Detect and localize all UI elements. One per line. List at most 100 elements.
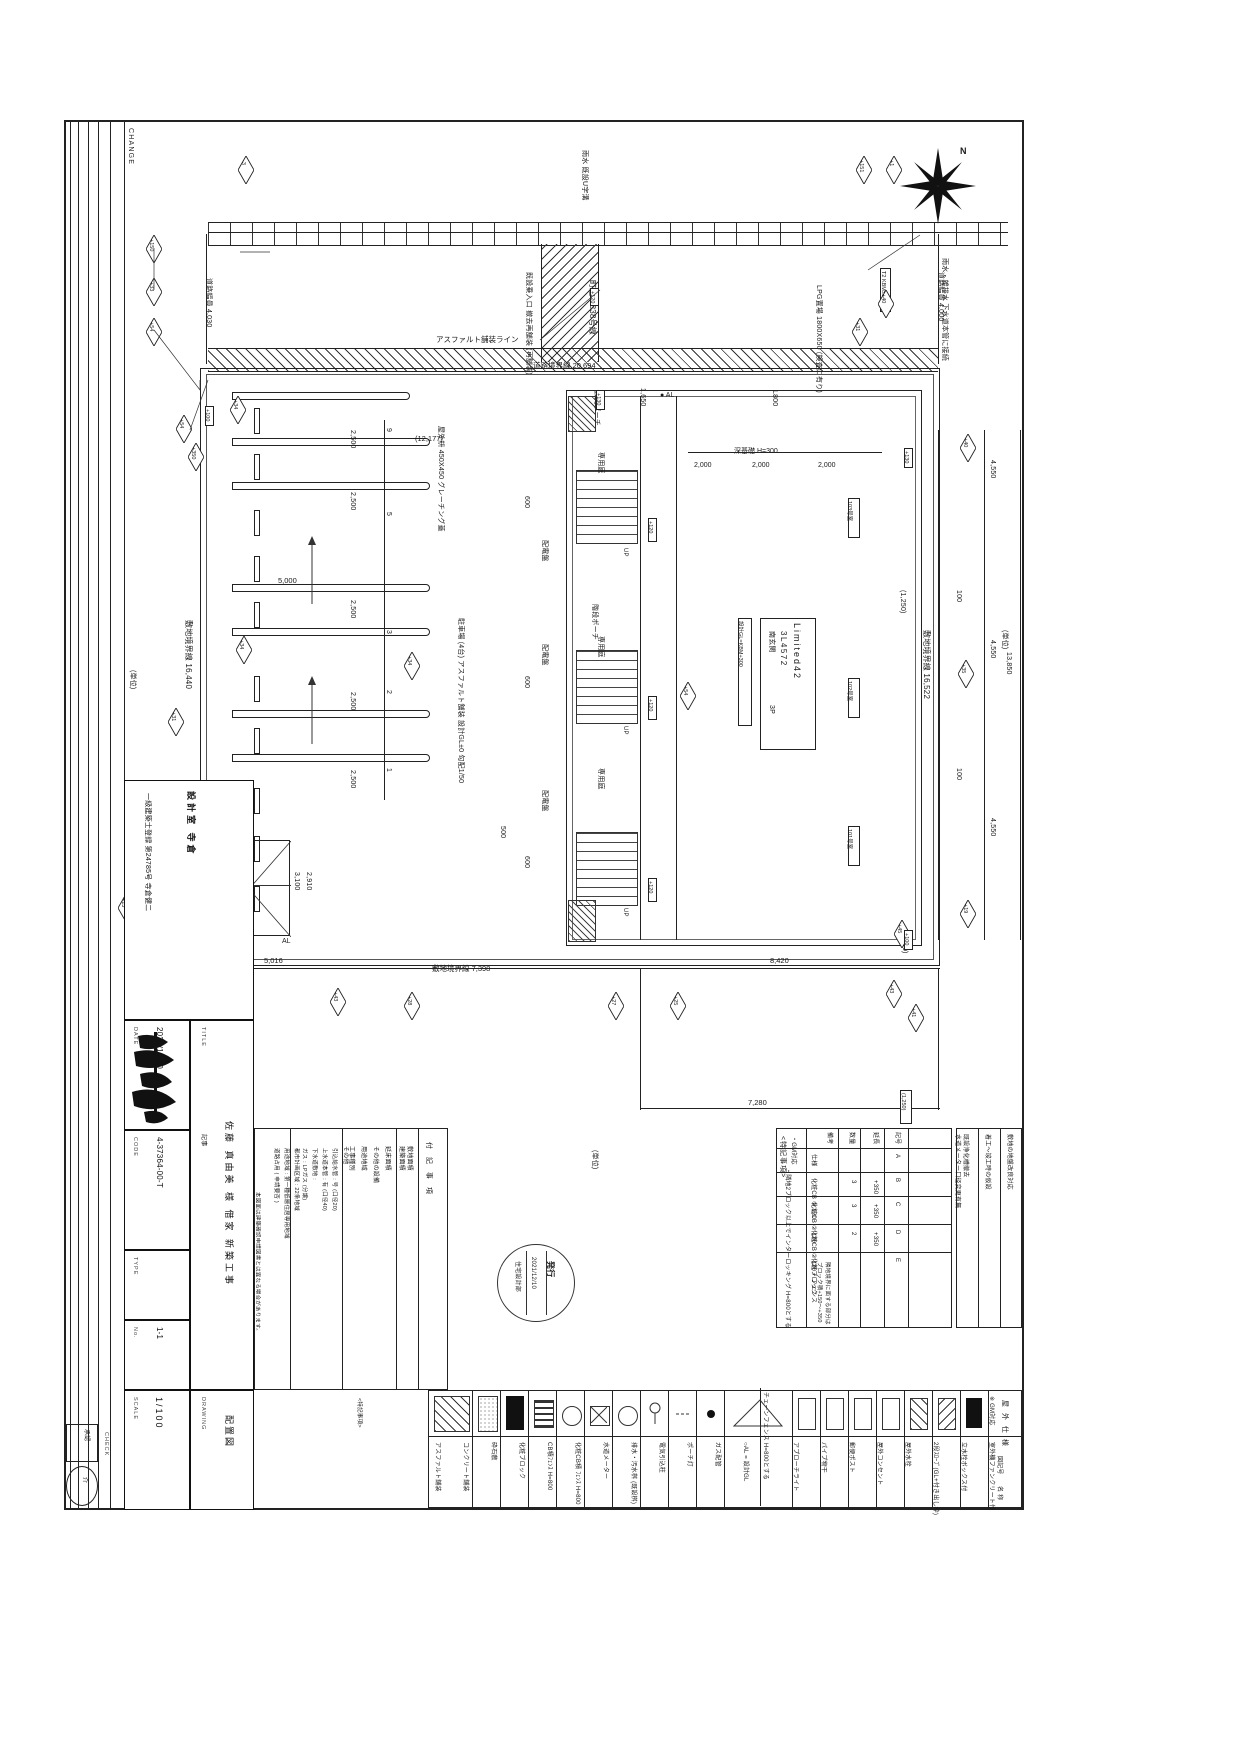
checklist-block [956,1128,1022,1328]
code-label: CODE [132,1137,138,1157]
traffic-arrow-icon [308,676,316,744]
elev-marker-label: +43 [888,984,894,994]
dim-100-a: 100 [955,590,962,603]
bottom-dim-line [200,968,940,969]
elev-marker-label: +54 [148,322,154,332]
notes-title: 付 記 事 項 [425,1142,432,1197]
spec-row-1 [776,1172,952,1173]
building-footprint-inner [572,396,916,940]
stall-no-5: 5 [385,512,392,517]
legend-swatch-post [826,1398,844,1430]
elev-marker: +34 [230,396,246,424]
right-dim-chain [1020,430,1021,940]
dim-1250-label: (1,250) [899,590,906,614]
notes-row-label-4: 用途地域 [360,1146,366,1171]
corridor-line-1 [640,396,641,940]
site-boundary-left-label: 敷地境界線 16,440 [184,620,193,690]
unit-tag-101-label: 101号室 [846,829,852,850]
title-cell: TITLE 佐藤 真由美 様 借家 新築工事 [190,1020,254,1390]
legend-swatch-al [707,1410,715,1418]
spec-col-5 [908,1128,909,1328]
no-label: No. [132,1327,138,1339]
spec-table [776,1128,952,1328]
notes-block [254,1128,448,1390]
legend-col [528,1390,529,1508]
notes-row-value-3: ガス : LPガス (分譲) [301,1148,307,1201]
check-stamp-circle: 介 [66,1466,98,1506]
legend-swatch-drain [590,1406,610,1426]
drawing-value: 配置図 [224,1415,234,1449]
legend-label-12: アプローチライト [792,1442,798,1492]
legend-swatch-gravel [478,1396,498,1432]
issue-stamp: 発行 2021/12/10 住宅設計部 [497,1244,575,1322]
parking-area [212,376,562,956]
dim-100-b: 100 [955,768,962,781]
legend-swatch-manhole [618,1406,638,1426]
meter-label-3: 配電盤 [541,790,548,812]
unit-tag-103: 103号室 [846,498,860,538]
elev-marker: -3 [238,156,254,184]
elev-marker-label: +31 [854,322,860,332]
site-boundary-right-label: 敷地境界線 16,522 [922,630,931,700]
elev-marker-label: +27 [610,996,616,1006]
parking-note-label: 駐車場 (4台) アスファルト舗装 設計GL±0 勾配1/50 [457,618,464,784]
stair-unit-102 [576,650,638,724]
wheel-stop [254,602,260,628]
code-cell: CODE 4-37364-00-T [124,1130,190,1250]
parking-stall [232,584,430,592]
legend-label-4: CB積ﾌｪﾝｽ H=800 [546,1442,552,1491]
model-name: Limited42 [792,623,802,681]
elev-marker: +1 [886,156,902,184]
unit-divider-2 [572,752,916,753]
al-label: AL [282,938,291,945]
dim-2000-c: 2,000 [818,462,836,469]
right-dim-chain-2 [984,430,985,940]
spec-row-id-3: D [894,1230,900,1235]
legend-label-10: ガス配管 [714,1442,720,1467]
road-strip [208,222,1008,246]
dim-2500-d: 2,500 [349,692,356,711]
spec-row-3 [776,1224,952,1225]
road-dim-line-right [938,234,939,364]
elev-marker-label: +25 [672,996,678,1006]
legend-col [472,1390,473,1508]
elev-tag: +100 [204,406,214,426]
notes-row-label-5: 工事種別 [348,1146,354,1171]
spec-bullet: ・GM対応 [790,1136,796,1165]
deep-foundation-label: 深基礎 H=300 [734,446,778,456]
legend-label-13: パイプ物干 [820,1442,826,1474]
porch-top [568,396,596,432]
no-value: 1-1 [155,1327,164,1340]
unit-tag-102: 102号室 [846,678,860,718]
dim-600-c: 600 [523,856,530,869]
notes-row-label-2: 延床面積 [384,1146,390,1171]
elev-marker-label: +40 [962,438,968,448]
elev-tag: +120 [589,288,599,306]
legend-swatch-shutter [938,1398,956,1430]
spec-row-4 [776,1252,952,1253]
legend-label-16: 屋外水栓 [904,1442,910,1467]
wheel-stop [254,408,260,434]
wheel-stop [254,886,260,912]
sheet-frame-left3 [78,120,79,1510]
model-code: 3L4572 [779,631,788,667]
legend-swatch-meter [562,1406,582,1426]
dim-500b-label: 500 [499,826,506,839]
checklist-3: 水道メーター口径変更有無 [954,1134,960,1209]
spec-row-num-1: 3 [850,1180,856,1184]
sheet-frame-top [64,120,1024,122]
legend-label-2: 砕石敷 [490,1442,496,1461]
north-label: N [960,146,967,156]
designer-office: 設計室 寺倉 [186,791,196,857]
legend-label-20: ※ GM対応 [988,1396,994,1426]
legend-label-8: 電気引込柱 [658,1442,664,1474]
legend-bottom [428,1390,1022,1508]
legend-label-19: 室外機ファンクリート付 [988,1442,994,1511]
legend-col [696,1390,697,1508]
dim-600-a: 600 [523,496,530,509]
design-gl-label: 設計GL=KBM+300 [737,621,743,667]
elev-tag: +130 [903,448,913,468]
corridor-line-2 [676,396,677,940]
legend-col [820,1390,821,1508]
